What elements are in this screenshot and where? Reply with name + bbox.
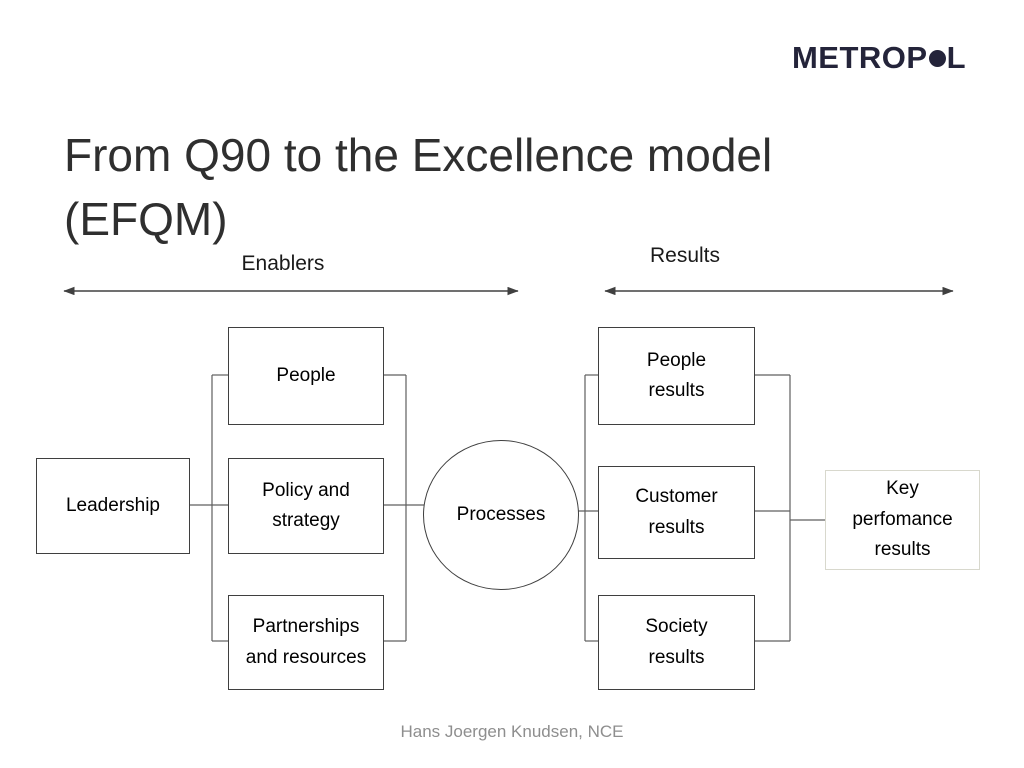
box-society-results: Society results [598, 595, 755, 690]
box-leadership: Leadership [36, 458, 190, 554]
box-partnerships-and-resources: Partnerships and resources [228, 595, 384, 690]
logo-o-dot-icon [928, 49, 946, 67]
logo-text-suffix: L [946, 40, 966, 75]
box-people-results: People results [598, 327, 755, 425]
metropol-logo: METROP L [792, 40, 966, 76]
circle-processes: Processes [423, 440, 579, 590]
enablers-label: Enablers [241, 252, 325, 275]
footer-credit: Hans Joergen Knudsen, NCE [400, 722, 624, 741]
box-key-performance-results: Key perfomance results [825, 470, 980, 570]
slide-title: From Q90 to the Excellence model (EFQM) [64, 128, 773, 246]
box-policy-and-strategy: Policy and strategy [228, 458, 384, 554]
results-label: Results [649, 244, 721, 267]
box-customer-results: Customer results [598, 466, 755, 559]
logo-text-prefix: METROP [791, 40, 928, 75]
box-people: People [228, 327, 384, 425]
